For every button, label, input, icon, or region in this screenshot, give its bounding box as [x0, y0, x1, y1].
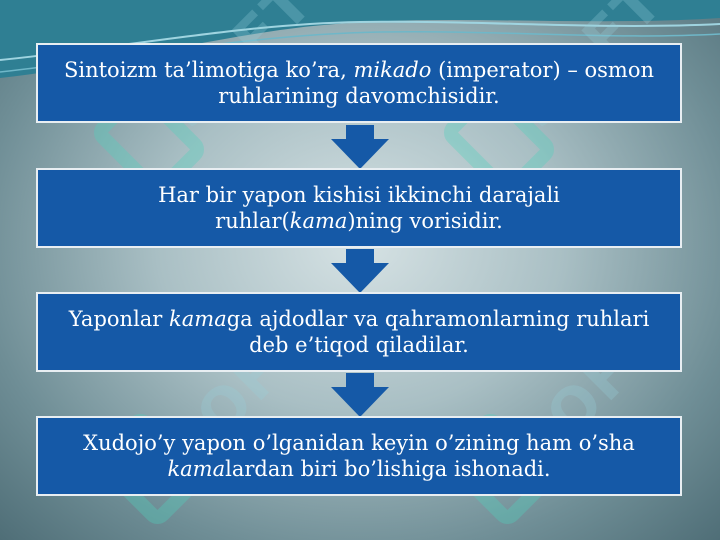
step-term: mikado — [353, 58, 432, 82]
step-box-1: Sintoizm ta’limotiga ko’ra, mikado (impe… — [36, 43, 682, 123]
step-term: kama — [289, 209, 348, 233]
down-arrow-icon — [331, 125, 389, 169]
down-arrow-icon — [331, 249, 389, 293]
step-term: kama — [167, 457, 226, 481]
step-text-part: Sintoizm ta’limotiga ko’ra, — [63, 58, 354, 82]
step-text-part: )ning vorisidir. — [347, 209, 503, 233]
step-text-part: (imperator) – osmon ruhlarining davomchi… — [218, 58, 654, 108]
step-text: Sintoizm ta’limotiga ko’ra, mikado (impe… — [62, 57, 656, 109]
step-text-part: ga ajdodlar va qahramonlarning ruhlari d… — [226, 307, 650, 357]
down-arrow-icon — [331, 373, 389, 417]
step-text: Xudojo’y yapon o’lganidan keyin o’zining… — [62, 430, 656, 482]
step-text-part: Xudojo’y yapon o’lganidan keyin o’zining… — [83, 431, 635, 455]
step-box-3: Yaponlar kamaga ajdodlar va qahramonlarn… — [36, 292, 682, 372]
step-term: kama — [169, 307, 227, 331]
step-text: Har bir yapon kishisi ikkinchi darajali … — [62, 182, 656, 234]
step-box-2: Har bir yapon kishisi ikkinchi darajali … — [36, 168, 682, 248]
step-text-part: Har bir yapon kishisi ikkinchi darajali … — [158, 183, 560, 233]
step-text-part: Yaponlar — [68, 307, 170, 331]
step-text-part: lardan biri bo’lishiga ishonadi. — [225, 457, 551, 481]
step-box-4: Xudojo’y yapon o’lganidan keyin o’zining… — [36, 416, 682, 496]
step-text: Yaponlar kamaga ajdodlar va qahramonlarn… — [62, 306, 656, 358]
